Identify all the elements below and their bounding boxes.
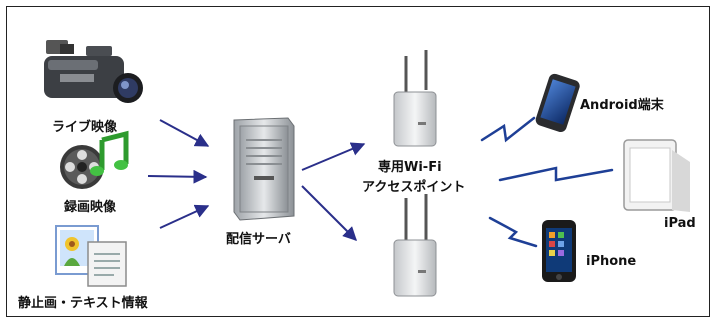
label-ap-line1: 専用Wi-Fi	[378, 160, 442, 175]
android-phone-icon	[535, 73, 580, 133]
access-point-bottom-icon	[393, 194, 437, 297]
video-camera-icon	[44, 40, 143, 103]
image-document-icon	[55, 225, 127, 287]
label-recorded-video: 録画映像	[64, 200, 117, 215]
access-point-top-icon	[393, 50, 437, 147]
wireless-signals	[480, 116, 614, 248]
label-ipad: iPad	[664, 216, 696, 231]
label-live-video: ライブ映像	[52, 120, 118, 135]
arrow-server-to-ap-bottom	[301, 185, 357, 241]
arrow-still-to-server	[159, 204, 210, 229]
source-arrows	[147, 119, 210, 229]
arrow-server-to-ap-top	[301, 142, 366, 171]
ipad-icon	[623, 139, 690, 212]
film-music-icon	[60, 130, 129, 189]
iphone-icon	[542, 220, 576, 282]
signal-to-android	[480, 116, 536, 143]
label-server: 配信サーバ	[226, 232, 291, 247]
arrow-recorded-to-server	[147, 169, 208, 184]
arrow-live-to-server	[159, 119, 210, 147]
label-iphone: iPhone	[586, 254, 637, 269]
server-icon	[233, 117, 295, 221]
signal-to-iphone	[488, 216, 538, 248]
label-android: Android端末	[580, 98, 664, 113]
label-still-text: 静止画・テキスト情報	[18, 296, 148, 311]
label-ap-line2: アクセスポイント	[362, 180, 466, 195]
signal-to-ipad	[498, 166, 614, 182]
server-arrows	[301, 142, 366, 241]
